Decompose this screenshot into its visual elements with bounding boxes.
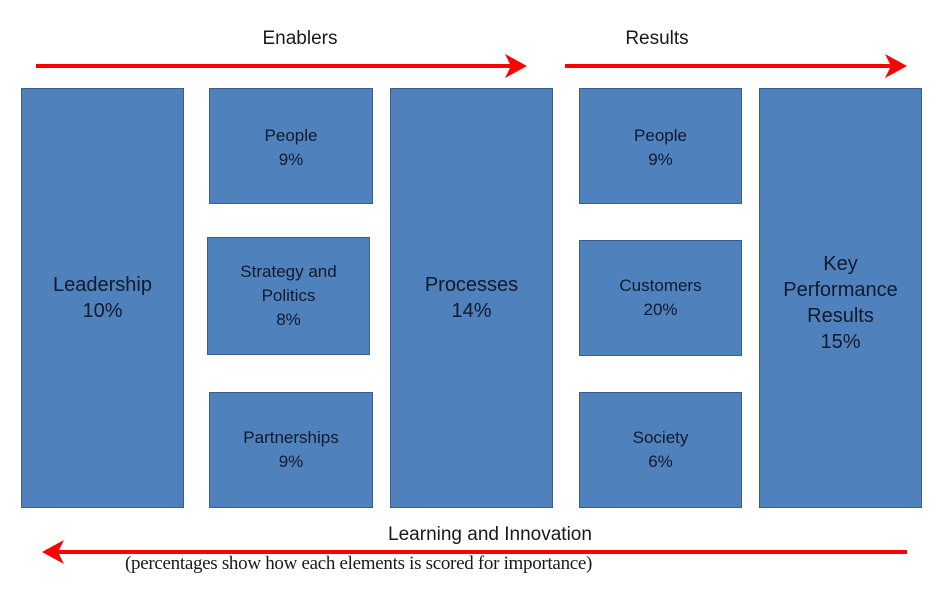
box-percentage: 20% xyxy=(643,300,678,319)
box-title-line1: Strategy and xyxy=(240,262,337,281)
box-percentage: 15% xyxy=(820,331,861,353)
box-title: Society xyxy=(632,428,689,447)
results-arrow xyxy=(565,54,907,78)
enablers-arrow xyxy=(36,54,527,78)
results-people-box: People 9% xyxy=(579,88,742,204)
box-percentage: 9% xyxy=(278,150,304,169)
box-title: People xyxy=(634,126,687,145)
enablers-people-box: People 9% xyxy=(209,88,373,204)
box-title: Partnerships xyxy=(243,428,339,447)
box-percentage: 6% xyxy=(648,452,673,471)
box-percentage: 9% xyxy=(648,150,673,169)
key-performance-results-box: Key Performance Results 15% xyxy=(759,88,922,508)
strategy-box: Strategy and Politics 8% xyxy=(207,237,370,355)
scoring-note: (percentages show how each elements is s… xyxy=(125,553,593,574)
box-title: Processes xyxy=(424,274,519,296)
box-percentage: 14% xyxy=(451,300,492,322)
box-percentage: 8% xyxy=(276,310,301,329)
society-box: Society 6% xyxy=(579,392,742,508)
learning-innovation-label: Learning and Innovation xyxy=(388,524,592,545)
box-title-line2: Politics xyxy=(261,286,316,305)
enablers-header: Enablers xyxy=(262,28,338,49)
box-percentage: 9% xyxy=(278,452,304,471)
partnerships-box: Partnerships 9% xyxy=(209,392,373,508)
leadership-box: Leadership 10% xyxy=(21,88,184,508)
box-title-line3: Results xyxy=(807,305,874,327)
box-title: Leadership xyxy=(53,274,152,296)
box-title-line2: Performance xyxy=(783,279,898,301)
customers-box: Customers 20% xyxy=(579,240,742,356)
results-header: Results xyxy=(625,28,689,49)
box-title-line1: Key xyxy=(823,253,858,275)
box-title: People xyxy=(264,126,318,145)
box-title: Customers xyxy=(619,276,702,295)
processes-box: Processes 14% xyxy=(390,88,553,508)
box-percentage: 10% xyxy=(82,300,123,322)
learning-innovation-arrow xyxy=(42,540,907,564)
